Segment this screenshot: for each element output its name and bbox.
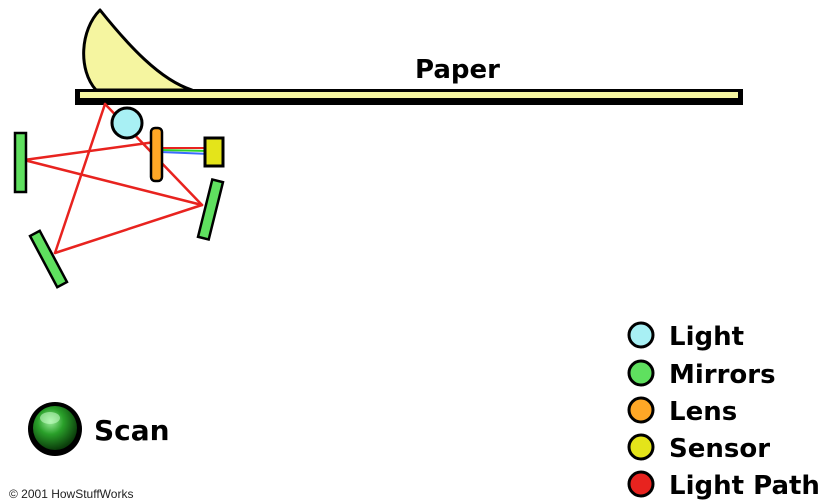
legend-light-swatch	[627, 321, 655, 349]
legend-mirrors-label: Mirrors	[669, 360, 776, 390]
mirror-left	[13, 131, 28, 194]
legend-light-label: Light	[669, 322, 744, 352]
scan-button[interactable]	[28, 402, 82, 456]
spectrum-beams	[159, 147, 211, 155]
legend-lens-swatch	[627, 396, 655, 424]
legend: Light Mirrors Lens Sensor Light Path	[627, 321, 820, 501]
light-source	[110, 106, 144, 140]
legend-item-mirrors: Mirrors	[627, 359, 776, 390]
legend-item-lens: Lens	[627, 396, 737, 427]
lens	[149, 126, 164, 183]
legend-item-light-path: Light Path	[627, 470, 820, 501]
scan-label[interactable]: Scan	[94, 414, 170, 447]
mirror-bottom	[28, 229, 69, 289]
legend-item-light: Light	[627, 321, 744, 352]
legend-light-path-swatch	[627, 470, 655, 498]
legend-light-path-label: Light Path	[669, 471, 820, 501]
scanner-glass-inner	[80, 92, 738, 98]
copyright-notice: © 2001 HowStuffWorks	[9, 487, 133, 501]
legend-sensor-label: Sensor	[669, 434, 770, 464]
sensor	[203, 136, 225, 168]
paper-curl	[82, 8, 194, 92]
legend-lens-label: Lens	[669, 397, 737, 427]
paper-label: Paper	[415, 55, 500, 85]
legend-sensor-swatch	[627, 433, 655, 461]
legend-item-sensor: Sensor	[627, 433, 770, 464]
legend-mirrors-swatch	[627, 359, 655, 387]
mirror-right	[196, 178, 225, 241]
